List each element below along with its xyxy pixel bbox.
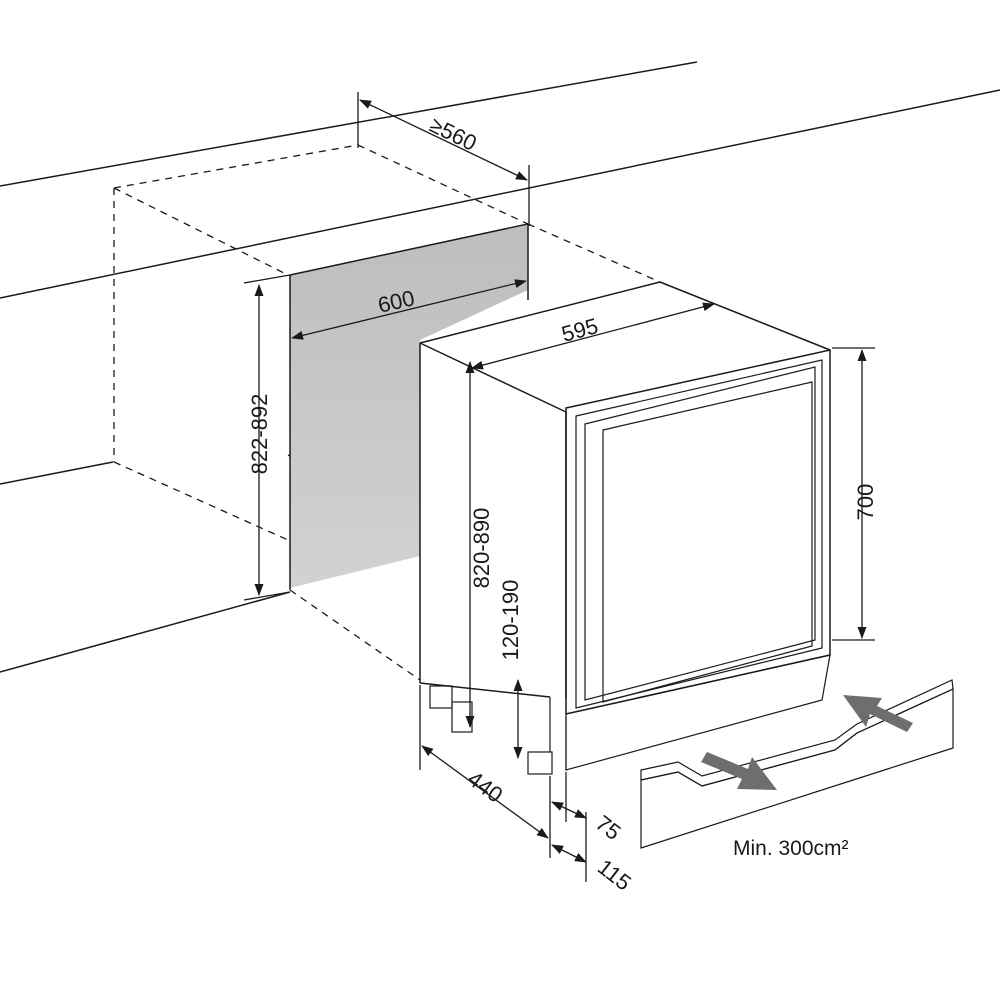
label-niche-height: 822-892: [247, 394, 272, 475]
door-glass: [602, 381, 813, 703]
airflow-arrows: [701, 695, 913, 790]
label-door-height: 700: [853, 484, 878, 521]
foot-mid: [451, 701, 473, 733]
dim-niche-height: [243, 274, 291, 601]
dim-plinth-offsets: [551, 772, 587, 882]
label-plinth-offset-b: 115: [593, 854, 636, 895]
dim-niche-depth: [357, 92, 530, 226]
label-niche-depth: ≥560: [426, 112, 481, 156]
countertop: [0, 61, 1000, 299]
label-base-depth: 440: [463, 766, 507, 808]
dim-door-height: [832, 347, 875, 641]
dim-unit-width: [471, 302, 715, 370]
label-plinth-height: 120-190: [498, 580, 523, 661]
foot-left: [429, 685, 453, 709]
label-unit-height: 820-890: [469, 508, 494, 589]
ventilation-grille: [640, 679, 954, 849]
airflow-in-arrow: [843, 695, 913, 732]
airflow-out-arrow: [701, 752, 777, 790]
label-plinth-offset-a: 75: [591, 810, 626, 845]
dim-niche-width: [291, 279, 527, 340]
foot-right: [527, 751, 553, 775]
dim-base-depth: [419, 685, 551, 858]
ventilation-note: Min. 300cm²: [733, 837, 849, 860]
